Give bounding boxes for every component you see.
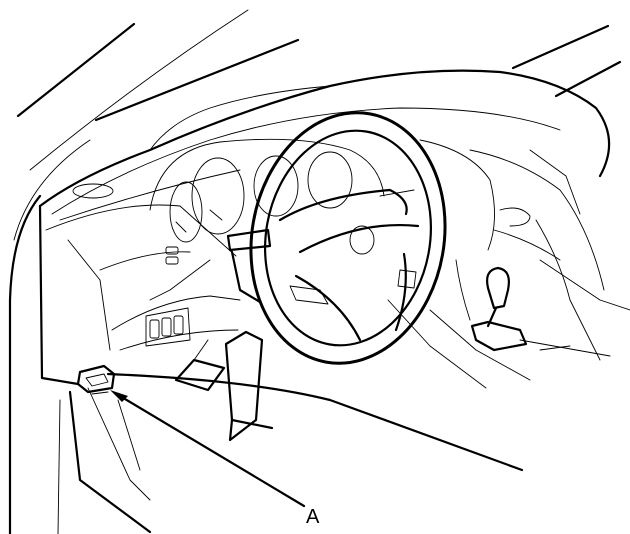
dash-switches (145, 246, 191, 347)
instrument-cluster (149, 138, 385, 243)
callout-label-a: A (306, 506, 320, 528)
gear-shifter (470, 266, 528, 352)
steering-wheel (249, 111, 447, 365)
obd-diagnostic-connector (76, 364, 116, 395)
windshield-frame (13, 9, 622, 241)
callout-a-leader (110, 390, 306, 508)
center-console (106, 299, 611, 472)
lower-dash (38, 204, 241, 386)
dashboard (38, 69, 630, 361)
pedals (174, 330, 274, 442)
steering-column (226, 189, 415, 304)
left-door-panel (8, 194, 152, 534)
